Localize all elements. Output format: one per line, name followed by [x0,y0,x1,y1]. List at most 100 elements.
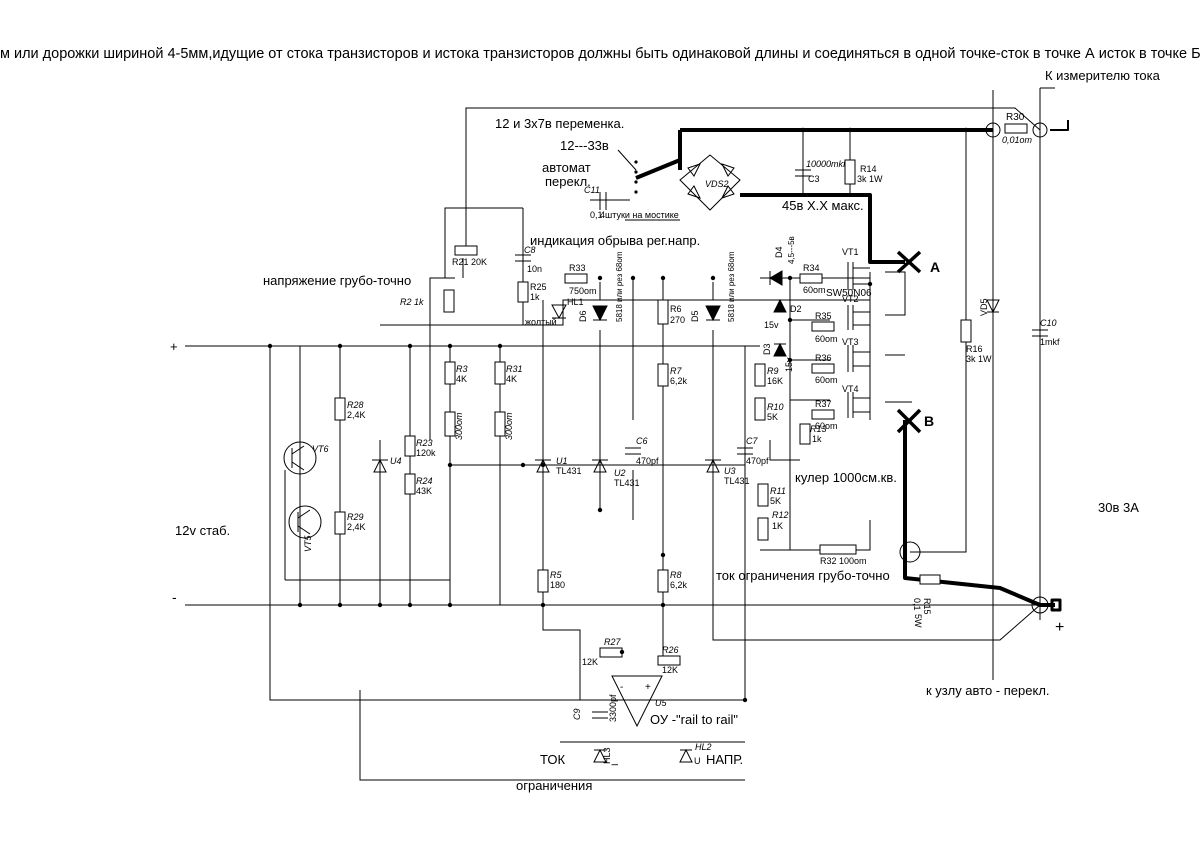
hl1: HL1 жолтый [525,297,584,327]
r12-value: 1K [772,521,783,531]
r2-label: R2 1k [400,297,424,307]
r3: R3 4K [444,361,468,385]
mosfets: VT1 SW50N06 VT2 VT3 VT4 [826,247,872,418]
u2-label: U2 [614,468,626,478]
u4: U4 [372,456,402,473]
vds-label: VDS2 [705,179,729,189]
r37: R37 60om [811,399,838,431]
r33-value: 750om [569,286,597,296]
r6: R6 270 [657,299,685,325]
r33-label: R33 [569,263,586,273]
r15-label: R15 [922,598,932,615]
r30-label: R30 [1006,112,1025,123]
u2: U2 TL431 [592,458,640,488]
r29-label: R29 [347,512,364,522]
r34: R34 60om [799,263,826,295]
svg-text:-: - [620,682,623,693]
r15-power: 5W [913,614,923,628]
u3-label: U3 [724,466,736,476]
r35: R35 60om [811,311,838,344]
c9-value: 3300pf [608,694,618,722]
junction-dots [267,127,969,703]
r8-value: 6,2k [670,580,688,590]
r8: R8 6,2k [657,569,688,593]
r6-label: R6 [670,304,682,314]
d2-value: 15v [764,320,779,330]
point-b-marker: B [896,408,934,434]
c7-value: 470pf [746,456,769,466]
r3-value: 4K [456,374,467,384]
switch-dots [617,149,638,194]
r21-label: R21 20K [452,257,487,267]
header-note: м или дорожки шириной 4-5мм,идущие от ст… [0,46,1200,62]
d5-value: 5818 или рез 68om [727,251,736,322]
c6-value: 470pf [636,456,659,466]
u4-label: U4 [390,456,402,466]
r10: R10 5K [754,397,784,422]
limit-word: ограничения [516,778,592,793]
d2: D2 15v [764,298,802,330]
r26: R26 12K [657,645,681,675]
r13: R13 1k [799,423,827,445]
u5-label: U5 [655,698,667,708]
voltage-word: НАПР. [706,752,743,767]
r6-value: 270 [670,315,685,325]
hl3-label: HL3 [602,747,612,764]
r32-label: R32 100om [820,556,867,566]
c9: C9 3300pf [572,694,618,722]
r25: R25 1k [517,281,547,303]
vd5: VD5 [979,298,1000,316]
open-load-label: индикация обрыва рег.напр. [530,233,700,248]
d4-label: D4 [774,246,784,258]
stab-12v-label: 12v стаб. [175,523,230,538]
point-a-label: A [930,259,940,275]
plus-rail-label: + [170,339,178,354]
opamp-note: ОУ -"rail to rail" [650,712,738,727]
r14-value: 3k 1W [857,174,883,184]
r16: R16 3k 1W [960,319,992,364]
r7-value: 6,2k [670,376,688,386]
r10-label: R10 [767,402,784,412]
u3-value: TL431 [724,476,750,486]
r21: R21 20K [452,245,487,267]
d5-label: D5 [690,310,700,322]
r29-value: 2,4K [347,522,366,532]
r37-label: R37 [815,399,832,409]
r32: R32 100om [819,544,867,566]
r35-value: 60om [815,334,838,344]
r14: R14 3k 1W [844,159,883,185]
c11: C11 0,1 [584,185,607,220]
r5: R5 180 [537,569,565,593]
vt4-label: VT4 [842,384,859,394]
cooler-label: кулер 1000см.кв. [795,470,897,485]
c7: C7 470pf [737,436,769,466]
d3-label: D3 [762,343,772,355]
point-b-label: B [924,413,934,429]
r15-value: 0,1 [912,598,922,611]
r2: R2 1k [400,289,455,313]
u1: U1 TL431 [535,456,582,476]
r7-label: R7 [670,366,682,376]
hl2-value: U [694,756,701,766]
r27-value: 12K [582,657,598,667]
u2-value: TL431 [614,478,640,488]
vt3-label: VT3 [842,337,859,347]
c3-label: C3 [808,174,820,184]
auto-switch-label-1: автомат [542,160,591,175]
r3-label: R3 [456,364,468,374]
r33: R33 750om [564,263,597,296]
r9: R9 16K [754,363,783,387]
r5-label: R5 [550,570,562,580]
r23-value: 120k [416,448,436,458]
vt5-label: VT5 [303,534,313,552]
r11: R11 5K [757,483,786,507]
pot-300b-value: 300om [504,412,514,440]
meter-label: К измерителю тока [1045,68,1161,83]
r25-value: 1k [530,292,540,302]
r31-value: 4K [506,374,517,384]
r34-value: 60om [803,285,826,295]
plus-output-label: + [1055,619,1064,636]
r9-label: R9 [767,366,779,376]
hl2: HL2 U [679,742,712,766]
